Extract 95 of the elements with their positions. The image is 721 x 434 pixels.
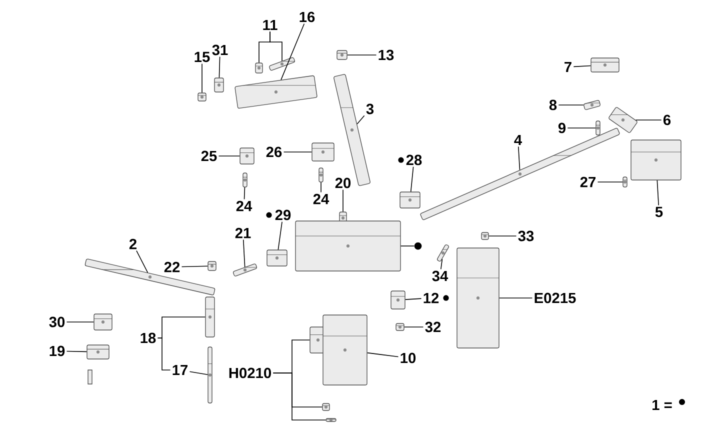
- leader-line: [272, 372, 326, 420]
- leader-line: [189, 371, 208, 375]
- leader-line: [242, 239, 246, 268]
- leader-line: [278, 221, 282, 250]
- callout-number: 30: [49, 316, 65, 328]
- stabilizer-bar-drawing: [84, 258, 216, 296]
- bracket-drawing: [240, 148, 254, 164]
- bolt-drawing: [269, 57, 295, 71]
- callout-number: 18: [140, 332, 156, 344]
- leader-line: [66, 350, 88, 352]
- clamp-drawing: [86, 344, 110, 360]
- ball-joint-drawing: [390, 290, 406, 310]
- callout-number: 20: [335, 178, 351, 188]
- callout-number: 10: [400, 352, 416, 364]
- callout-number: 11: [263, 20, 278, 30]
- knuckle-drawing: [456, 248, 500, 348]
- bushing-drawing: [400, 192, 420, 208]
- callout-number: 3: [366, 104, 374, 114]
- callout-number: 6: [663, 114, 671, 126]
- callout-number: 8: [549, 100, 557, 110]
- legend-text: 1 =: [652, 400, 672, 410]
- leader-line: [218, 56, 220, 78]
- callout-number: H0210: [229, 368, 271, 378]
- leader-line: [440, 258, 443, 270]
- nut-drawing: [198, 92, 206, 102]
- callout-number: 33: [518, 230, 534, 242]
- leader-line: [656, 180, 660, 206]
- callout-number: 13: [378, 50, 394, 60]
- callout-number: 31: [212, 44, 228, 56]
- leader-line: [573, 65, 592, 68]
- callout-number: 9: [558, 122, 566, 134]
- sleeve-drawing: [205, 296, 215, 338]
- leader-line: [181, 266, 208, 268]
- callout-number: 15: [194, 52, 210, 62]
- nut-drawing: [481, 232, 489, 240]
- lever-drawing: [608, 107, 638, 133]
- callout-number: 4: [514, 134, 522, 146]
- control-arm-drawing: [295, 220, 401, 272]
- leader-line: [320, 182, 322, 193]
- leader-line: [558, 104, 584, 106]
- bolt-drawing: [233, 264, 258, 276]
- nut-drawing: [322, 403, 330, 411]
- nut-drawing: [396, 323, 404, 331]
- leader-line: [280, 23, 305, 80]
- cotter-pin-drawing: [326, 418, 336, 422]
- bolt-drawing: [318, 168, 324, 182]
- leader-line: [270, 31, 282, 62]
- leader-line: [346, 54, 377, 56]
- callout-number: 5: [655, 206, 663, 218]
- callout-number: 7: [564, 62, 572, 72]
- leader-line: [136, 250, 148, 273]
- callout-number: 26: [266, 146, 282, 158]
- skid-plate-drawing: [630, 140, 682, 180]
- leader-line: [342, 189, 344, 212]
- knuckle-drawing: [322, 314, 368, 386]
- callout-number: 19: [50, 346, 65, 356]
- nut-drawing: [336, 50, 348, 60]
- leader-line: [157, 338, 171, 370]
- leader-line: [518, 146, 520, 170]
- washer-drawing: [255, 62, 263, 74]
- plate-drawing: [584, 100, 600, 110]
- callout-number: 16: [300, 12, 315, 22]
- leader-line: [404, 298, 422, 300]
- callout-number: 12: [424, 292, 439, 304]
- callout-number: 2: [129, 238, 136, 250]
- plate-drawing: [214, 78, 224, 92]
- nut-drawing: [208, 261, 216, 271]
- callout-number: 28: [406, 154, 422, 166]
- bolt-drawing: [437, 244, 449, 262]
- bolt-drawing: [622, 176, 628, 188]
- callout-number: 21: [235, 228, 251, 238]
- bolt-drawing: [242, 172, 248, 188]
- cover-drawing: [590, 58, 620, 72]
- control-arm-drawing: [234, 75, 318, 109]
- link-rod-drawing: [208, 346, 212, 404]
- leader-line: [356, 115, 365, 124]
- callout-number: 25: [201, 150, 217, 162]
- callout-number: 24: [236, 200, 252, 212]
- bushing-drawing: [312, 142, 334, 162]
- bushing-drawing: [94, 314, 112, 330]
- callout-number: 29: [275, 210, 291, 220]
- callout-number: 27: [580, 176, 596, 188]
- leader-line: [410, 166, 414, 192]
- leader-line: [404, 326, 424, 328]
- leader-line: [244, 186, 246, 200]
- bushing-drawing: [266, 250, 288, 266]
- callout-number: 22: [164, 262, 180, 272]
- leader-line: [366, 352, 399, 358]
- callout-number: 34: [432, 270, 448, 282]
- leader-dot: [414, 242, 422, 250]
- callout-number: E0215: [534, 292, 576, 304]
- callout-number: 24: [313, 194, 330, 204]
- pin-drawing: [596, 120, 600, 136]
- callout-number: 32: [425, 322, 441, 332]
- callout-number: 17: [172, 364, 188, 376]
